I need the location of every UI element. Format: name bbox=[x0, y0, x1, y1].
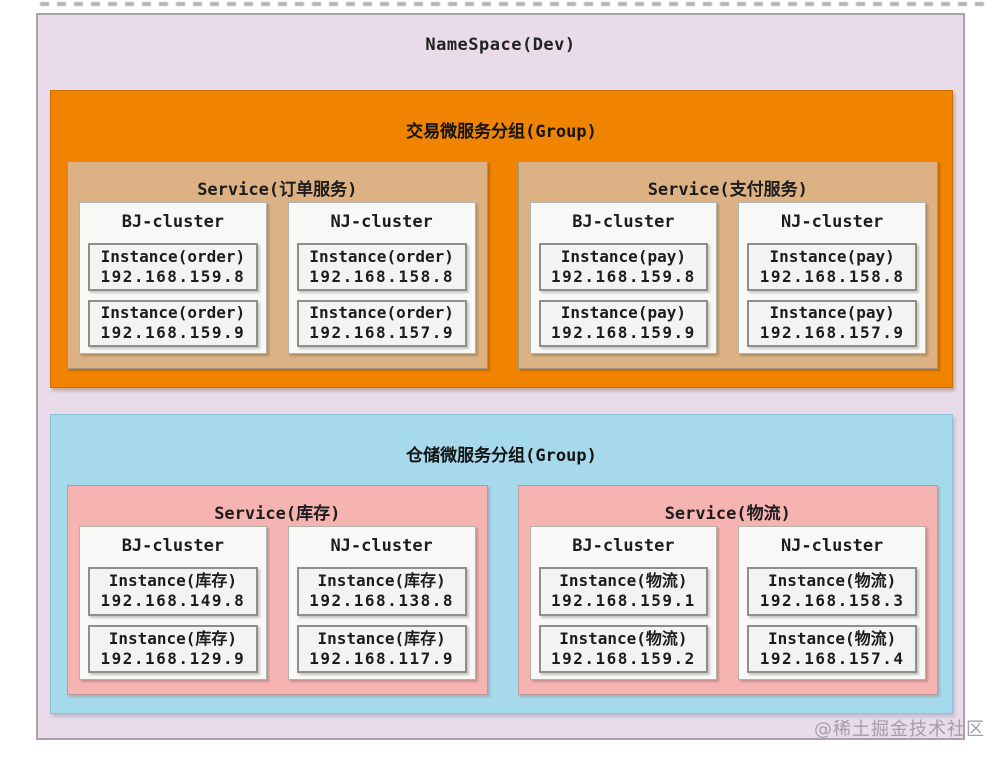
cluster-box-bj: BJ-cluster Instance(pay) 192.168.159.8 I… bbox=[529, 202, 718, 354]
group-box-trade: 交易微服务分组(Group) Service(订单服务) BJ-cluster … bbox=[50, 90, 953, 388]
instance-box: Instance(order) 192.168.158.8 bbox=[296, 243, 467, 291]
instance-label: Instance(库存) bbox=[108, 571, 238, 591]
instance-ip: 192.168.159.9 bbox=[551, 323, 696, 343]
service-box-pay: Service(支付服务) BJ-cluster Instance(pay) 1… bbox=[517, 161, 938, 369]
instance-ip: 192.168.159.1 bbox=[551, 591, 696, 611]
instance-ip: 192.168.159.8 bbox=[551, 266, 696, 286]
instances-column: Instance(物流) 192.168.158.3 Instance(物流) … bbox=[747, 567, 917, 673]
top-dashed-line bbox=[40, 2, 990, 6]
instance-box: Instance(库存) 192.168.149.8 bbox=[88, 567, 258, 616]
instance-box: Instance(物流) 192.168.158.3 bbox=[747, 567, 917, 616]
service-box-logistics: Service(物流) BJ-cluster Instance(物流) 192.… bbox=[517, 485, 938, 695]
cluster-box-nj: NJ-cluster Instance(pay) 192.168.158.8 I… bbox=[738, 202, 926, 354]
instances-column: Instance(物流) 192.168.159.1 Instance(物流) … bbox=[538, 567, 709, 673]
instance-ip: 192.168.159.9 bbox=[100, 323, 246, 343]
service-title: Service(订单服务) bbox=[197, 180, 358, 200]
clusters-row: BJ-cluster Instance(pay) 192.168.159.8 I… bbox=[529, 202, 926, 354]
clusters-row: BJ-cluster Instance(order) 192.168.159.8… bbox=[79, 202, 476, 354]
instance-ip: 192.168.117.9 bbox=[309, 648, 454, 668]
service-box-order: Service(订单服务) BJ-cluster Instance(order)… bbox=[67, 161, 488, 369]
cluster-box-nj: NJ-cluster Instance(库存) 192.168.138.8 In… bbox=[287, 526, 476, 680]
instance-label: Instance(物流) bbox=[559, 571, 688, 591]
instance-ip: 192.168.129.9 bbox=[100, 648, 246, 668]
service-title: Service(支付服务) bbox=[647, 180, 808, 200]
cluster-title: BJ-cluster bbox=[121, 536, 225, 556]
cluster-title: NJ-cluster bbox=[780, 536, 884, 556]
instance-label: Instance(pay) bbox=[560, 303, 686, 323]
cluster-title: NJ-cluster bbox=[330, 212, 433, 232]
instance-box: Instance(pay) 192.168.159.9 bbox=[538, 299, 709, 347]
instance-label: Instance(pay) bbox=[560, 246, 686, 266]
instance-box: Instance(库存) 192.168.117.9 bbox=[296, 624, 467, 673]
cluster-title: BJ-cluster bbox=[572, 212, 675, 232]
instances-column: Instance(pay) 192.168.158.8 Instance(pay… bbox=[747, 243, 917, 347]
instance-box: Instance(pay) 192.168.158.8 bbox=[747, 243, 917, 291]
cluster-box-bj: BJ-cluster Instance(库存) 192.168.149.8 In… bbox=[79, 526, 267, 680]
cluster-box-bj: BJ-cluster Instance(order) 192.168.159.8… bbox=[79, 202, 267, 354]
cluster-box-nj: NJ-cluster Instance(order) 192.168.158.8… bbox=[287, 202, 476, 354]
instance-label: Instance(order) bbox=[100, 246, 246, 266]
instance-box: Instance(order) 192.168.159.9 bbox=[88, 299, 258, 347]
instance-ip: 192.168.159.8 bbox=[100, 266, 246, 286]
services-row: Service(订单服务) BJ-cluster Instance(order)… bbox=[67, 161, 938, 369]
instance-box: Instance(pay) 192.168.157.9 bbox=[747, 299, 917, 347]
instance-label: Instance(库存) bbox=[317, 571, 446, 591]
instance-ip: 192.168.157.4 bbox=[759, 648, 905, 668]
instance-box: Instance(物流) 192.168.159.2 bbox=[538, 624, 709, 673]
instance-ip: 192.168.159.2 bbox=[551, 648, 696, 668]
instance-box: Instance(物流) 192.168.159.1 bbox=[538, 567, 709, 616]
instance-label: Instance(pay) bbox=[769, 246, 895, 266]
instance-box: Instance(库存) 192.168.129.9 bbox=[88, 624, 258, 673]
instance-label: Instance(库存) bbox=[108, 628, 238, 648]
instance-box: Instance(order) 192.168.159.8 bbox=[88, 243, 258, 291]
group-title-warehouse: 仓储微服务分组(Group) bbox=[406, 446, 597, 466]
instance-box: Instance(库存) 192.168.138.8 bbox=[296, 567, 467, 616]
instance-label: Instance(order) bbox=[309, 246, 454, 266]
instance-label: Instance(pay) bbox=[769, 303, 895, 323]
instance-box: Instance(物流) 192.168.157.4 bbox=[747, 624, 917, 673]
instance-box: Instance(order) 192.168.157.9 bbox=[296, 299, 467, 347]
clusters-row: BJ-cluster Instance(库存) 192.168.149.8 In… bbox=[79, 526, 476, 680]
watermark: @稀土掘金技术社区 bbox=[814, 719, 985, 740]
instance-ip: 192.168.158.8 bbox=[309, 266, 454, 286]
namespace-box: NameSpace(Dev) 交易微服务分组(Group) Service(订单… bbox=[36, 13, 965, 740]
service-title: Service(物流) bbox=[664, 504, 791, 524]
cluster-box-nj: NJ-cluster Instance(物流) 192.168.158.3 In… bbox=[738, 526, 926, 680]
instance-ip: 192.168.158.3 bbox=[759, 591, 905, 611]
service-title: Service(库存) bbox=[214, 504, 341, 524]
instance-label: Instance(物流) bbox=[767, 628, 897, 648]
instance-ip: 192.168.158.8 bbox=[759, 266, 905, 286]
instance-label: Instance(order) bbox=[100, 303, 246, 323]
instances-column: Instance(order) 192.168.159.8 Instance(o… bbox=[88, 243, 258, 347]
instance-ip: 192.168.157.9 bbox=[309, 323, 454, 343]
instance-label: Instance(物流) bbox=[767, 571, 897, 591]
group-box-warehouse: 仓储微服务分组(Group) Service(库存) BJ-cluster In… bbox=[50, 414, 953, 714]
instance-ip: 192.168.138.8 bbox=[309, 591, 454, 611]
instance-label: Instance(物流) bbox=[559, 628, 688, 648]
services-row: Service(库存) BJ-cluster Instance(库存) 192.… bbox=[67, 485, 938, 695]
instance-label: Instance(库存) bbox=[317, 628, 446, 648]
instances-column: Instance(pay) 192.168.159.8 Instance(pay… bbox=[538, 243, 709, 347]
service-box-stock: Service(库存) BJ-cluster Instance(库存) 192.… bbox=[67, 485, 488, 695]
cluster-title: BJ-cluster bbox=[572, 536, 675, 556]
instances-column: Instance(库存) 192.168.138.8 Instance(库存) … bbox=[296, 567, 467, 673]
cluster-box-bj: BJ-cluster Instance(物流) 192.168.159.1 In… bbox=[529, 526, 718, 680]
cluster-title: BJ-cluster bbox=[121, 212, 225, 232]
clusters-row: BJ-cluster Instance(物流) 192.168.159.1 In… bbox=[529, 526, 926, 680]
cluster-title: NJ-cluster bbox=[780, 212, 884, 232]
group-title-trade: 交易微服务分组(Group) bbox=[406, 122, 597, 142]
instance-ip: 192.168.157.9 bbox=[759, 323, 905, 343]
cluster-title: NJ-cluster bbox=[330, 536, 433, 556]
instances-column: Instance(order) 192.168.158.8 Instance(o… bbox=[296, 243, 467, 347]
instance-label: Instance(order) bbox=[309, 303, 454, 323]
instance-box: Instance(pay) 192.168.159.8 bbox=[538, 243, 709, 291]
instances-column: Instance(库存) 192.168.149.8 Instance(库存) … bbox=[88, 567, 258, 673]
instance-ip: 192.168.149.8 bbox=[100, 591, 246, 611]
namespace-title: NameSpace(Dev) bbox=[425, 35, 576, 55]
